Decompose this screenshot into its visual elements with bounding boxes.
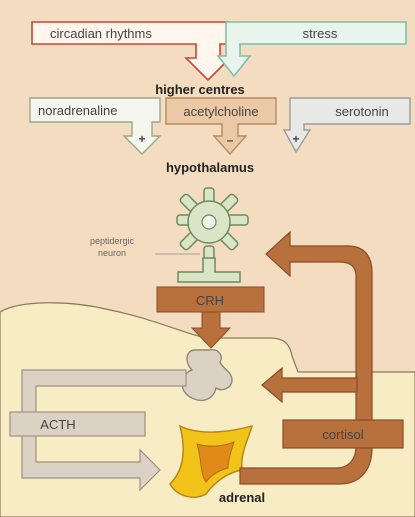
acth-label: ACTH	[40, 417, 75, 432]
adrenal-label: adrenal	[219, 490, 265, 505]
serotonin-label: serotonin	[335, 104, 388, 119]
acetylcholine-label: acetylcholine	[183, 104, 258, 119]
higher-centres-label: higher centres	[155, 82, 245, 97]
hypothalamus-label: hypothalamus	[166, 160, 254, 175]
cortisol-label: cortisol	[322, 427, 363, 442]
neuron-label-line1: peptidergic	[90, 236, 135, 246]
neuron-label-line2: neuron	[98, 248, 126, 258]
circadian-label: circadian rhythms	[50, 26, 152, 41]
neuron-nucleus	[202, 215, 216, 229]
acetylcholine-sign: –	[227, 133, 234, 147]
crh-label: CRH	[196, 293, 224, 308]
acth-box	[10, 412, 145, 436]
serotonin-sign: +	[292, 132, 299, 146]
noradrenaline-label: noradrenaline	[38, 103, 118, 118]
noradrenaline-sign: +	[138, 132, 145, 146]
stress-label: stress	[303, 26, 338, 41]
